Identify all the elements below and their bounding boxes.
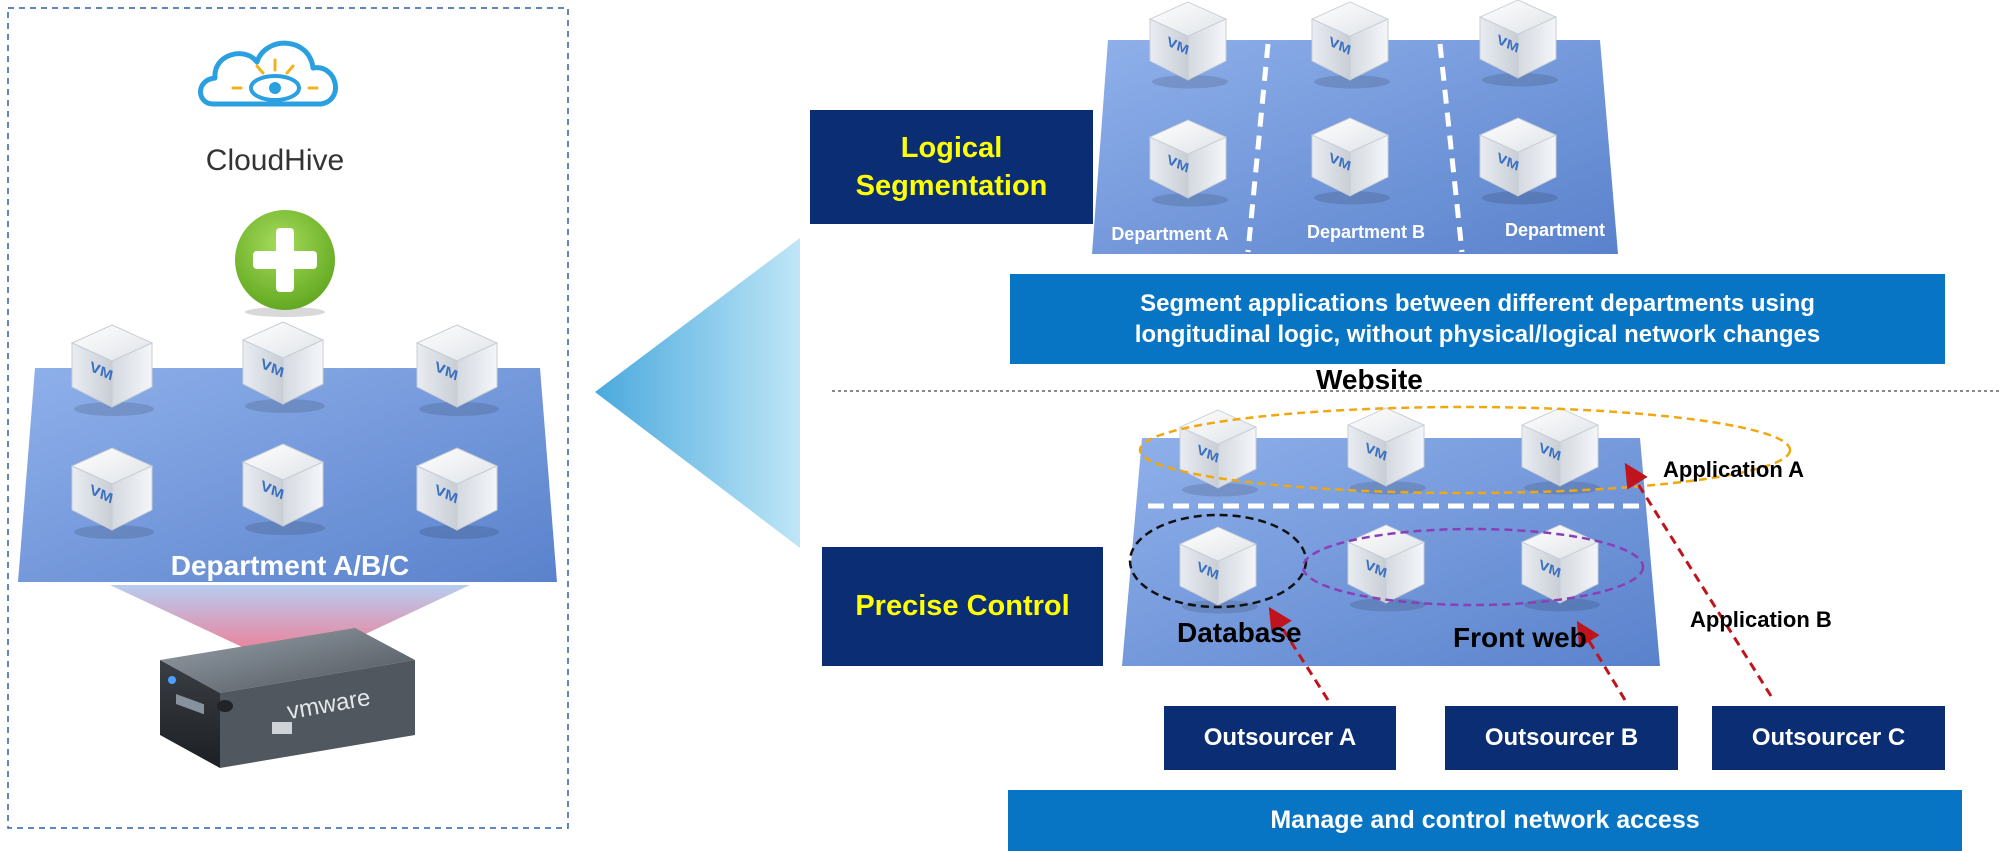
vm-cube-icon: VM: [1520, 524, 1600, 612]
left-platform-label: Department A/B/C: [171, 550, 410, 581]
server-light-beam: [110, 585, 470, 660]
vm-cube-icon: VM: [415, 324, 499, 416]
left-panel-border: [7, 7, 569, 829]
server-icon: vmware: [160, 628, 415, 768]
vm-cube-icon: VM: [1178, 409, 1258, 497]
manage-access-bar: Manage and control network access: [1008, 790, 1962, 851]
precise-control-title: Precise Control: [822, 547, 1103, 666]
website-label: Website: [1316, 364, 1423, 395]
cloudhive-brand: CloudHive: [206, 144, 344, 177]
vm-cube-icon: VM: [241, 443, 325, 535]
vm-cube-icon: VM: [1478, 0, 1558, 87]
frontweb-label: Front web: [1453, 622, 1587, 653]
frontweb-ellipse: [1301, 527, 1645, 607]
outsourcer-c-box: Outsourcer C: [1712, 706, 1945, 770]
logical-divider-2: [1437, 43, 1465, 253]
cloud-eye-icon: [198, 40, 338, 107]
department-a-label: Department A: [1111, 224, 1228, 244]
plus-icon: [235, 210, 335, 317]
vm-cube-icon: VM: [1310, 117, 1390, 205]
logical-segmentation-title: Logical Segmentation: [810, 110, 1093, 224]
application-a-label: Application A: [1663, 457, 1804, 482]
vm-cube-icon: VM: [1520, 407, 1600, 495]
application-b-label: Application B: [1690, 607, 1832, 632]
website-ellipse: [1138, 405, 1792, 495]
vm-cube-icon: VM: [1478, 117, 1558, 205]
outsourcer-b-box: Outsourcer B: [1445, 706, 1678, 770]
vm-cube-icon: VM: [70, 324, 154, 416]
outsourcer-a-box: Outsourcer A: [1164, 706, 1396, 770]
logical-vm-cubes: VM VM VM VM VM VM: [1148, 0, 1558, 207]
logical-description-bar: Segment applications between different d…: [1010, 274, 1945, 364]
vm-cube-icon: VM: [1178, 526, 1258, 614]
department-b-label: Department B: [1307, 222, 1425, 242]
vm-cube-icon: VM: [1148, 119, 1228, 207]
database-label: Database: [1177, 617, 1302, 648]
logical-divider-1: [1245, 43, 1271, 253]
vm-cube-icon: VM: [1310, 1, 1390, 89]
connector-wedge: [595, 238, 800, 548]
vm-cube-icon: VM: [1346, 524, 1426, 612]
department-c-label: Department: [1505, 220, 1605, 240]
arrow-icon: [1268, 606, 1330, 701]
vm-cube-icon: VM: [241, 321, 325, 413]
vm-cube-icon: VM: [415, 447, 499, 539]
left-vm-cubes: VM VM VM VM VM VM: [70, 321, 499, 539]
vm-cube-icon: VM: [1148, 1, 1228, 89]
vm-cube-icon: VM: [70, 447, 154, 539]
